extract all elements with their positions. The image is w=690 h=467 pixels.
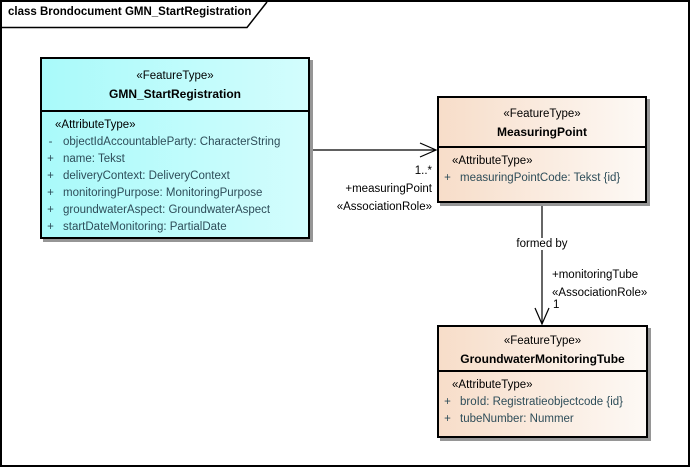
attribute-signature: measuringPointCode: Tekst {id} [460, 172, 621, 184]
attribute-signature: broId: Registratieobjectcode {id} [460, 396, 624, 408]
multiplicity-label: 1 [553, 299, 560, 311]
visibility-marker: + [47, 153, 54, 165]
class-stereotype-label: «FeatureType» [136, 70, 214, 82]
attribute-row[interactable]: + startDateMonitoring: PartialDate [42, 219, 308, 236]
attribute-signature: objectIdAccountableParty: CharacterStrin… [63, 136, 281, 148]
attribute-signature: monitoringPurpose: MonitoringPurpose [63, 187, 263, 199]
association-arrowhead-measuring-point [419, 142, 438, 158]
association-stereotype-label: «AssociationRole» [552, 287, 648, 299]
frame-title-tab-outline [2, 1, 268, 29]
class-stereotype-label: «FeatureType» [503, 335, 582, 347]
visibility-marker: + [444, 172, 451, 184]
attribute-section-stereotype: «AttributeType» [452, 379, 533, 391]
class-box-gmn-start-registration[interactable]: «FeatureType» GMN_StartRegistration «Att… [40, 57, 310, 239]
attribute-signature: groundwaterAspect: GroundwaterAspect [63, 204, 271, 216]
attribute-signature: deliveryContext: DeliveryContext [63, 170, 230, 182]
visibility-marker: - [48, 136, 53, 148]
visibility-marker: + [47, 187, 54, 199]
association-arrowhead-monitoring-tube [534, 307, 550, 326]
attribute-signature: startDateMonitoring: PartialDate [63, 221, 227, 233]
attribute-row[interactable]: + tubeNumber: Nummer [439, 411, 646, 428]
attribute-row[interactable]: + measuringPointCode: Tekst {id} [439, 170, 645, 187]
association-label-group: +monitoringTube «AssociationRole» [552, 266, 647, 302]
attribute-row[interactable]: + monitoringPurpose: MonitoringPurpose [42, 185, 308, 202]
class-header: «FeatureType» MeasuringPoint [439, 98, 645, 148]
attribute-row[interactable]: + name: Tekst [42, 151, 308, 168]
class-header: «FeatureType» GMN_StartRegistration [42, 59, 308, 112]
attribute-section-stereotype: «AttributeType» [55, 119, 136, 131]
multiplicity-label: 1..* [414, 165, 432, 177]
visibility-marker: + [47, 204, 54, 216]
association-label-group: 1..* +measuringPoint «AssociationRole» [337, 162, 432, 216]
visibility-marker: + [444, 396, 451, 408]
association-name-label: formed by [513, 238, 571, 250]
visibility-marker: + [47, 170, 54, 182]
association-stereotype-label: «AssociationRole» [336, 201, 432, 213]
attributes-compartment: «AttributeType» + broId: Registratieobje… [439, 372, 646, 428]
class-box-measuring-point[interactable]: «FeatureType» MeasuringPoint «AttributeT… [437, 96, 647, 203]
attribute-row[interactable]: + groundwaterAspect: GroundwaterAspect [42, 202, 308, 219]
visibility-marker: + [444, 413, 451, 425]
attribute-row[interactable]: + broId: Registratieobjectcode {id} [439, 394, 646, 411]
attribute-signature: tubeNumber: Nummer [460, 413, 574, 425]
visibility-marker: + [47, 221, 54, 233]
class-name-label: MeasuringPoint [496, 125, 587, 139]
role-label: +monitoringTube [552, 269, 639, 281]
attribute-row[interactable]: + deliveryContext: DeliveryContext [42, 168, 308, 185]
attribute-row[interactable]: - objectIdAccountableParty: CharacterStr… [42, 134, 308, 151]
role-label: +measuringPoint [345, 183, 432, 195]
attribute-signature: name: Tekst [63, 153, 125, 165]
class-box-groundwater-monitoring-tube[interactable]: «FeatureType» GroundwaterMonitoringTube … [437, 325, 648, 438]
class-stereotype-label: «FeatureType» [503, 108, 581, 120]
attributes-compartment: «AttributeType» + measuringPointCode: Te… [439, 148, 645, 187]
attributes-compartment: «AttributeType» - objectIdAccountablePar… [42, 112, 308, 236]
class-name-label: GMN_StartRegistration [108, 87, 242, 101]
attribute-section-stereotype: «AttributeType» [452, 155, 533, 167]
class-header: «FeatureType» GroundwaterMonitoringTube [439, 327, 646, 372]
class-name-label: GroundwaterMonitoringTube [460, 352, 625, 366]
frame-title: class Brondocument GMN_StartRegistration [8, 6, 252, 18]
